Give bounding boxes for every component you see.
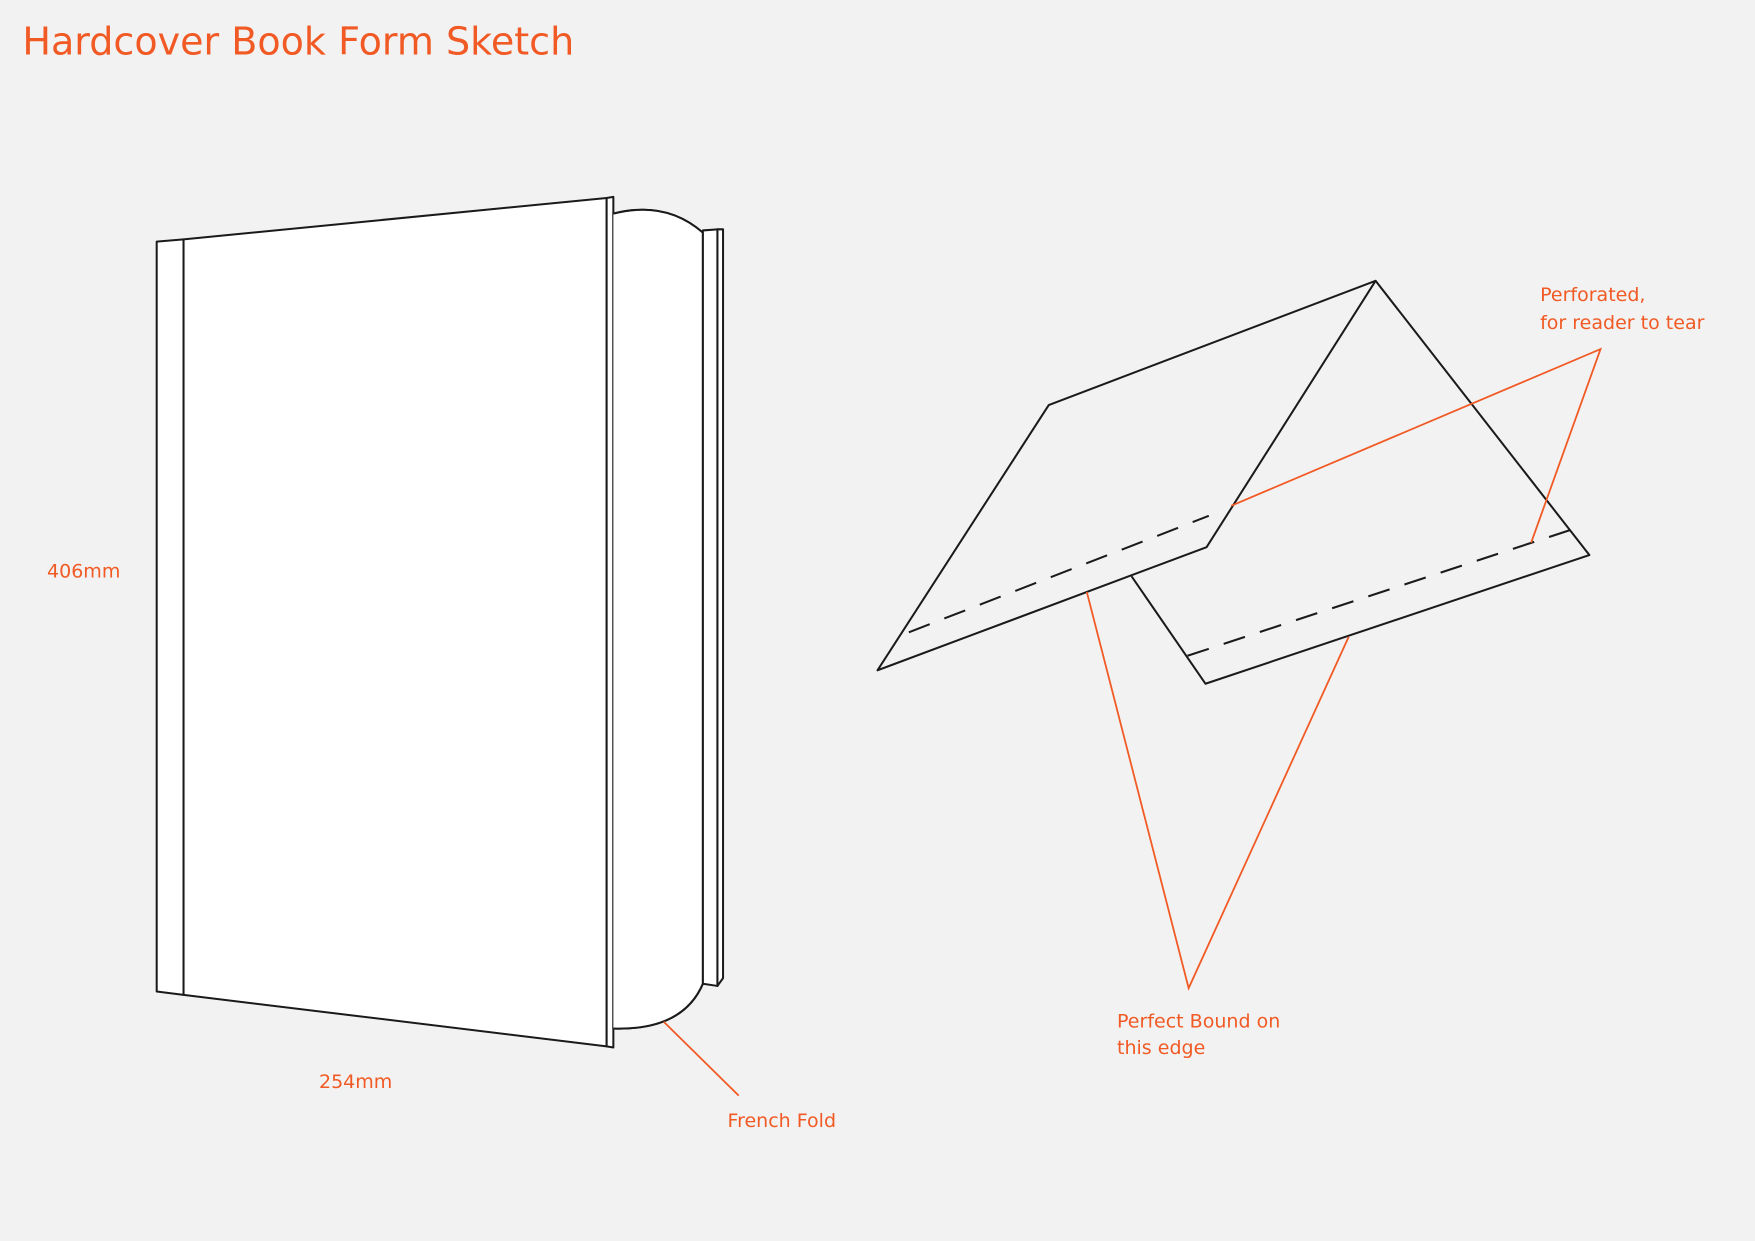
cover-board-edge — [605, 195, 615, 1049]
right-panel — [1130, 280, 1591, 685]
page-block-outline — [613, 208, 704, 1030]
book-front-cover — [182, 196, 608, 1048]
back-cover-board — [701, 228, 719, 987]
page-title: Hardcover Book Form Sketch — [22, 20, 574, 64]
perforated-label-line1: Perforated, — [1540, 284, 1645, 306]
french-fold-label: French Fold — [728, 1110, 837, 1132]
height-dimension: 406mm — [47, 560, 120, 582]
perfect-bound-label-line1: Perfect Bound on — [1117, 1010, 1280, 1032]
perfect-bound-label-line2: this edge — [1117, 1037, 1205, 1059]
perforation-line-right — [1187, 528, 1573, 657]
book-spine — [155, 238, 185, 996]
perfect-bound-leader — [1085, 591, 1350, 991]
perfect-bound-form — [876, 279, 1591, 685]
width-dimension: 254mm — [319, 1071, 392, 1093]
perforated-leader — [1230, 347, 1603, 544]
annotation-leaders — [663, 347, 1603, 1097]
back-cover-edge — [716, 228, 725, 987]
perforated-label-line2: for reader to tear — [1540, 312, 1705, 334]
perforation-line-left — [908, 514, 1210, 634]
hardcover-book — [155, 195, 725, 1049]
french-fold-leader — [663, 1021, 740, 1097]
